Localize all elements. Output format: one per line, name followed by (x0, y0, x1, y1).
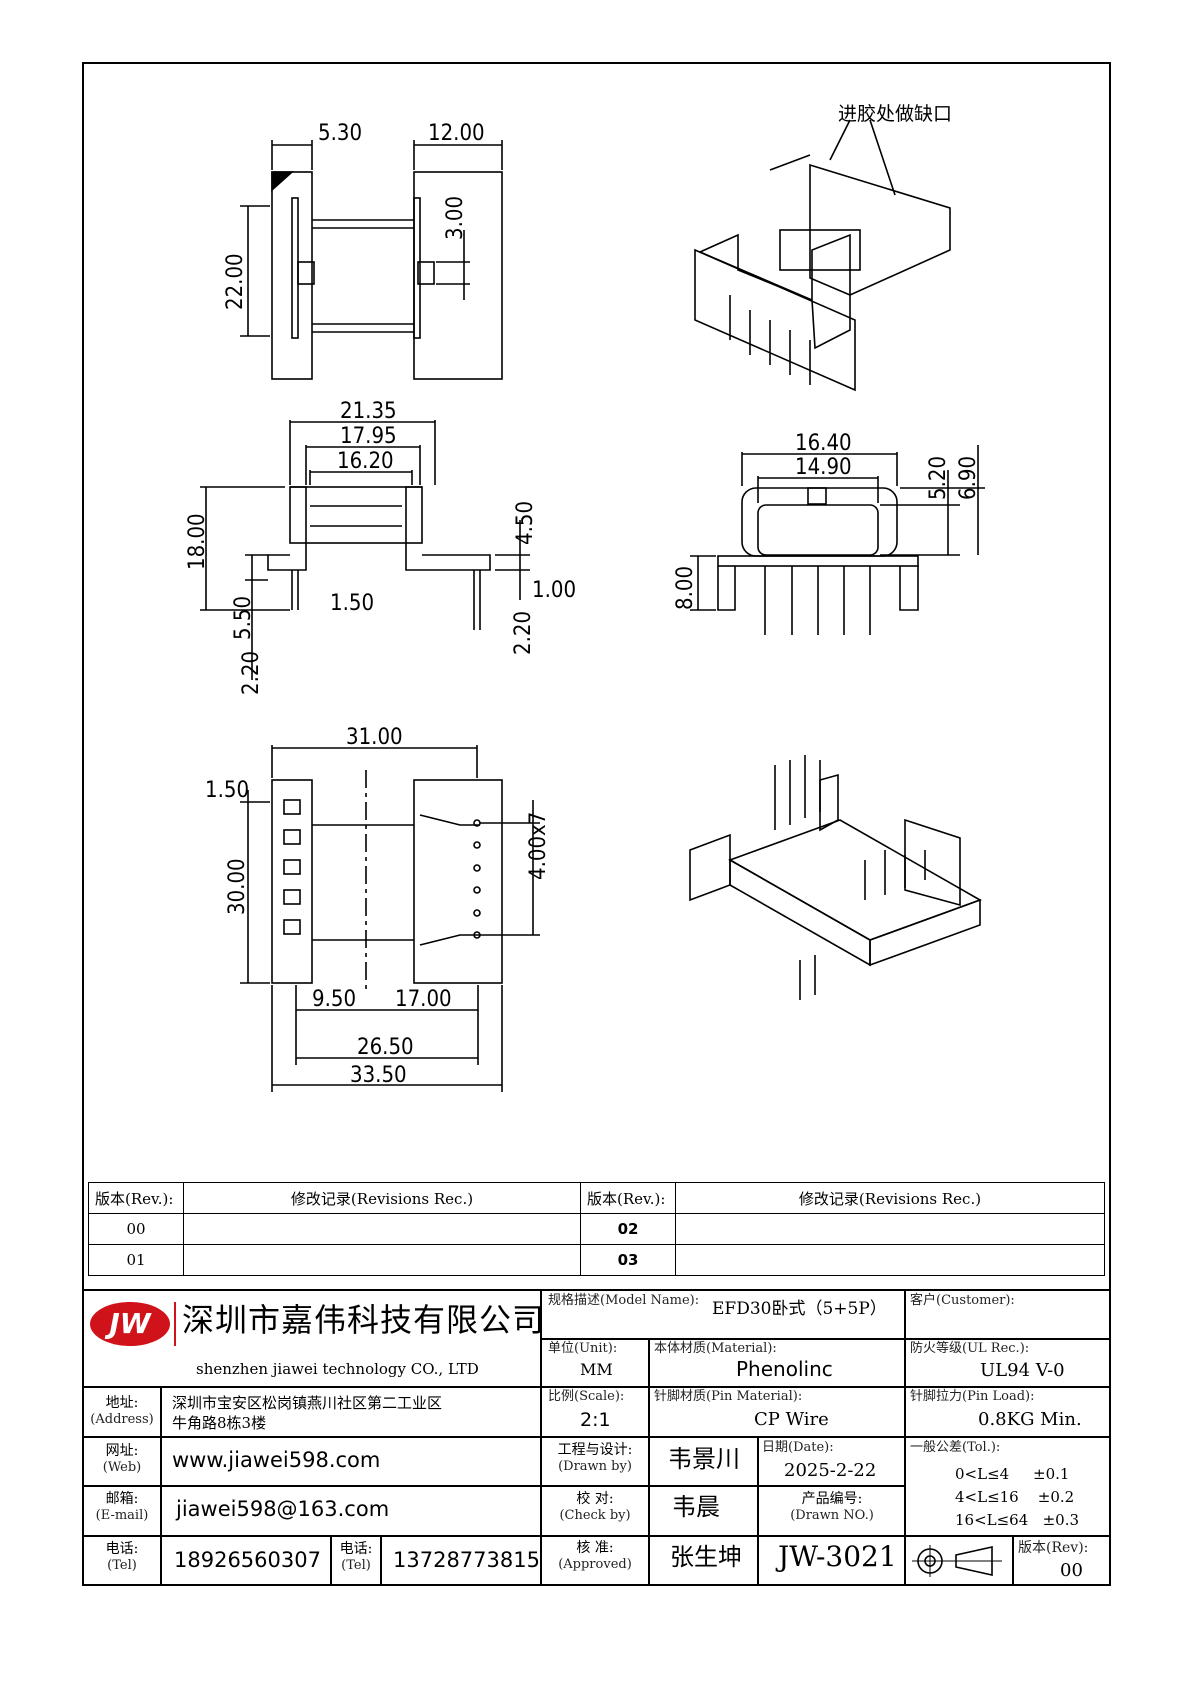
dim-front-w1: 21.35 (340, 399, 397, 424)
company-name-cn: 深圳市嘉伟科技有限公司 (182, 1301, 546, 1339)
dim-front-d: 5.50 (231, 596, 256, 640)
tel-label-2: 电话:(Tel) (339, 1541, 373, 1574)
company-name-en: shenzhen jiawei technology CO., LTD (196, 1360, 479, 1378)
dim-side-w2: 14.90 (795, 455, 852, 480)
dim-bot-c: 17.00 (395, 987, 452, 1012)
dim-side-h3: 8.00 (673, 566, 698, 610)
customer-label: 客户(Customer): (910, 1293, 1015, 1308)
check-by: 韦晨 (672, 1493, 720, 1521)
material-label: 本体材质(Material): (654, 1341, 777, 1356)
scale-label: 比例(Scale): (548, 1389, 625, 1404)
pin-material-value: CP Wire (754, 1409, 829, 1430)
dim-top-small: 3.00 (443, 196, 468, 240)
rec-col-header-2: 修改记录(Revisions Rec.) (675, 1182, 1105, 1214)
dim-bot-e: 33.50 (350, 1063, 407, 1088)
company-logo: JW (90, 1302, 170, 1346)
unit-label: 单位(Unit): (548, 1341, 618, 1356)
drawing-number: JW-3021 (778, 1540, 897, 1573)
drawno-label: 产品编号:(Drawn NO.) (790, 1491, 874, 1524)
ul-value: UL94 V-0 (980, 1360, 1065, 1381)
tolerance-row: 16<L≤64 ±0.3 (955, 1511, 1079, 1529)
dim-bot-w: 31.00 (346, 725, 403, 750)
drawing-frame (82, 62, 1111, 1586)
dim-bot-pitch: 4.00x7 (526, 812, 551, 880)
pin-load-value: 0.8KG Min. (978, 1409, 1082, 1430)
rec-cell (183, 1244, 581, 1276)
date-label: 日期(Date): (762, 1440, 834, 1455)
dim-front-w3: 16.20 (337, 449, 394, 474)
dim-front-w2: 17.95 (340, 424, 397, 449)
dim-bot-h: 30.00 (225, 858, 250, 915)
drawn-by: 韦景川 (668, 1445, 740, 1473)
projection-symbol-icon (912, 1545, 1002, 1577)
dim-front-e: 2.20 (511, 611, 536, 655)
rev-col-header-2: 版本(Rev.): (580, 1182, 676, 1214)
address-label: 地址:(Address) (90, 1395, 154, 1428)
revision-row: 01 03 (88, 1244, 1105, 1276)
approved-by: 张生坤 (670, 1543, 742, 1571)
rev-cell-2: 02 (580, 1213, 676, 1245)
rev-col-header: 版本(Rev.): (88, 1182, 184, 1214)
dim-bot-a: 1.50 (205, 778, 249, 803)
drawn-label: 工程与设计:(Drawn by) (557, 1442, 633, 1475)
revision-row: 00 02 (88, 1213, 1105, 1245)
front-view (200, 420, 530, 680)
dim-front-b: 1.50 (330, 591, 374, 616)
pin-load-label: 针脚拉力(Pin Load): (910, 1389, 1035, 1404)
tel-1: 18926560307 (174, 1548, 321, 1572)
tolerance-row: 0<L≤4 ±0.1 (955, 1465, 1070, 1483)
technical-drawing: 5.30 12.00 22.00 3.00 进胶处做缺口 (185, 103, 985, 1092)
rev-value: 00 (1060, 1560, 1083, 1581)
dim-top-height: 22.00 (223, 253, 248, 310)
dim-bot-d: 26.50 (357, 1035, 414, 1060)
date-value: 2025-2-22 (784, 1460, 877, 1481)
dim-side-h1: 5.20 (926, 456, 951, 500)
dim-side-h2: 6.90 (956, 456, 981, 500)
iso-view-bottom (689, 755, 982, 1000)
tolerance-row: 4<L≤16 ±0.2 (955, 1488, 1075, 1506)
address-line-1: 深圳市宝安区松岗镇燕川社区第二工业区 (172, 1394, 443, 1412)
email-address[interactable]: jiawei598@163.com (176, 1497, 390, 1521)
dim-bot-b: 9.50 (312, 987, 356, 1012)
note-gate: 进胶处做缺口 (838, 103, 952, 125)
web-url[interactable]: www.jiawei598.com (172, 1448, 381, 1472)
dim-front-c: 1.00 (532, 578, 576, 603)
material-value: Phenolinc (736, 1357, 833, 1381)
tel-2: 13728773815 (393, 1548, 540, 1572)
dim-side-w1: 16.40 (795, 431, 852, 456)
dim-front-f: 2.20 (239, 651, 264, 695)
web-label: 网址:(Web) (102, 1443, 142, 1476)
dim-front-h: 18.00 (185, 513, 210, 570)
rev-cell-2: 03 (580, 1244, 676, 1276)
model-label: 规格描述(Model Name): (548, 1293, 700, 1308)
bottom-view (240, 745, 540, 1092)
dim-front-h2: 4.50 (513, 501, 538, 545)
check-label: 校 对:(Check by) (559, 1491, 631, 1524)
ul-label: 防火等级(UL Rec.): (910, 1341, 1030, 1356)
model-name: EFD30卧式（5+5P） (712, 1299, 887, 1319)
address-line-2: 牛角路8栋3楼 (172, 1414, 267, 1432)
rec-cell-2 (675, 1213, 1105, 1245)
rec-cell-2 (675, 1244, 1105, 1276)
unit-value: MM (580, 1360, 613, 1379)
side-view (690, 445, 985, 635)
dim-top-width-b: 12.00 (428, 121, 485, 146)
pin-material-label: 针脚材质(Pin Material): (654, 1389, 803, 1404)
tolerance-label: 一般公差(Tol.): (910, 1440, 1001, 1455)
rec-col-header: 修改记录(Revisions Rec.) (183, 1182, 581, 1214)
rev-label: 版本(Rev): (1018, 1540, 1089, 1556)
top-view (240, 140, 503, 380)
rev-cell: 00 (88, 1213, 184, 1245)
rec-cell (183, 1213, 581, 1245)
approved-label: 核 准:(Approved) (558, 1540, 632, 1573)
revision-header-row: 版本(Rev.): 修改记录(Revisions Rec.) 版本(Rev.):… (88, 1182, 1105, 1214)
dim-top-width-a: 5.30 (318, 121, 362, 146)
revision-table: 版本(Rev.): 修改记录(Revisions Rec.) 版本(Rev.):… (88, 1182, 1105, 1276)
email-label: 邮箱:(E-mail) (95, 1491, 149, 1524)
tel-label: 电话:(Tel) (105, 1541, 139, 1574)
scale-value: 2:1 (580, 1409, 611, 1431)
rev-cell: 01 (88, 1244, 184, 1276)
iso-view-top (694, 119, 951, 392)
